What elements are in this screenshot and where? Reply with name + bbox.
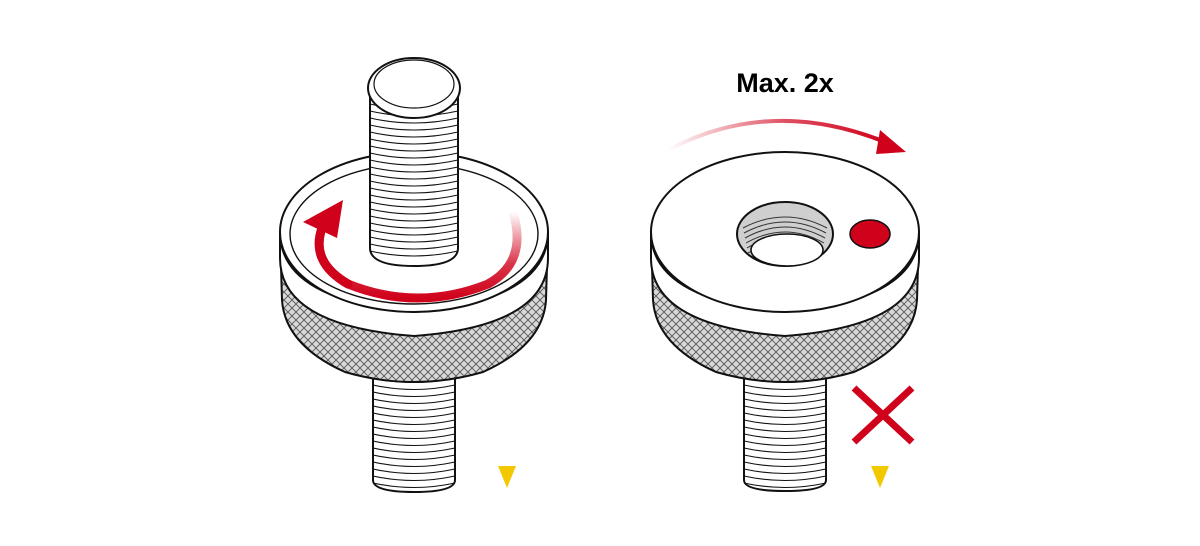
thread-line [369, 152, 459, 159]
hole-thread-line [743, 221, 827, 234]
thread-line [743, 419, 827, 426]
thread-line [372, 468, 456, 475]
thread-line [369, 180, 459, 187]
thread-line [369, 215, 459, 222]
max-turns-label: Max. 2x [736, 68, 834, 98]
thread-line [743, 433, 827, 440]
thread-line [369, 138, 459, 145]
thread-line [369, 124, 459, 131]
thread-line [369, 222, 459, 229]
thread-line [369, 173, 459, 180]
thread-line [743, 405, 827, 412]
thread-line [369, 131, 459, 138]
thread-line [743, 482, 827, 489]
thread-line [372, 461, 456, 468]
thread-line [372, 391, 456, 398]
thread-line [372, 440, 456, 447]
red-dot-marker [849, 219, 891, 249]
thread-line [372, 384, 456, 391]
thread-line [369, 250, 459, 257]
thread-line [372, 454, 456, 461]
thread-line [369, 166, 459, 173]
thread-line [369, 145, 459, 152]
thread-line [743, 440, 827, 447]
thread-line [369, 236, 459, 243]
thread-line [372, 405, 456, 412]
down-arrow-icon [871, 378, 889, 488]
thread-line [743, 426, 827, 433]
thread-line [372, 412, 456, 419]
turn-arrow-icon [667, 118, 906, 154]
left-figure-screw-with-knob [278, 57, 550, 494]
left-lower-thread [372, 369, 456, 494]
thread-line [372, 447, 456, 454]
thread-line [743, 461, 827, 468]
right-figure-knob: Max. 2x [649, 68, 921, 493]
thread-line [372, 433, 456, 440]
right-lower-thread [743, 371, 827, 493]
rotate-arrow-icon [303, 200, 522, 303]
thread-line [372, 398, 456, 405]
thread-line [372, 475, 456, 482]
thread-line [369, 159, 459, 166]
thread-line [369, 187, 459, 194]
down-arrow-icon [498, 378, 516, 488]
thread-line [369, 229, 459, 236]
thread-line [743, 384, 827, 391]
cross-icon [851, 385, 915, 445]
hole-thread-line [744, 226, 826, 239]
left-upper-thread [367, 57, 461, 268]
thread-line [743, 447, 827, 454]
thread-line [372, 482, 456, 489]
thread-line [743, 468, 827, 475]
thread-line [743, 391, 827, 398]
thread-line [743, 475, 827, 482]
thread-line [743, 412, 827, 419]
thread-line [372, 419, 456, 426]
thread-line [369, 194, 459, 201]
thread-line [372, 426, 456, 433]
hole-thread-line [745, 231, 825, 244]
thread-line [369, 201, 459, 208]
thread-line [369, 117, 459, 124]
threaded-hole [736, 201, 834, 267]
thread-line [369, 243, 459, 250]
thread-line [743, 398, 827, 405]
thread-line [743, 454, 827, 461]
hole-thread-line [742, 216, 828, 229]
thread-line [369, 208, 459, 215]
